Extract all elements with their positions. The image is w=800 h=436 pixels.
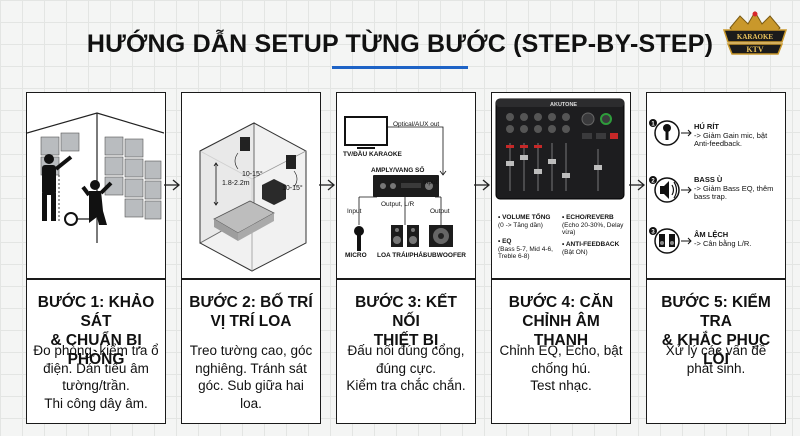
step-1-heading-line1: BƯỚC 1: KHẢO SÁT [37,294,155,330]
chevron-right-icon [474,179,491,191]
step-5-heading: BƯỚC 5: KIỂM TRA & KHẮC PHỤC LỖI [651,293,781,369]
step-3-heading: BƯỚC 3: KẾT NỐI THIẾT BỊ [341,293,471,350]
card-divider [182,278,320,280]
issue-2-text: BASS Ù -> Giảm Bass EQ, thêm bass trap. [694,175,782,202]
chevron-right-icon [164,179,181,191]
step-2-card: 1.8-2.2m 10-15° 10-15° BƯỚC 2: BỐ TRÍ VỊ… [181,92,321,424]
digital-mixer-illustration [495,98,625,200]
speakers-label: LOA TRÁI/PHẢI [377,252,425,259]
issue-fix: -> Giảm Gain mic, bật Anti-feedback. [694,130,768,148]
issue-title: HÚ RÍT [694,122,719,131]
input-left-label: Input [347,208,362,215]
note-detail: (Bật ON) [562,248,588,256]
step-4-desc-line: chống hú. [531,360,591,376]
mixer-note-volume: • VOLUME TỔNG (0 -> Tăng dần) [498,214,560,229]
issue-1-text: HÚ RÍT -> Giảm Gain mic, bật Anti-feedba… [694,122,782,149]
input-right-label: Input [423,179,438,186]
note-title: • ECHO/REVERB [562,214,614,221]
step-2-desc-line: Treo tường cao, góc [189,343,313,358]
step-3-desc-line: đúng cực. [375,360,437,376]
step-3-heading-line1: BƯỚC 3: KẾT NỐI [355,294,457,330]
step-1-heading-line2: & CHUẨN BỊ PHÒNG [50,332,142,368]
step-3-card: TV/ĐẦU KARAOKE Optical/AUX out AMPLY/VAN… [336,92,476,424]
step-5-heading-line2: & KHẮC PHỤC LỖI [661,332,771,368]
speaker-height-label: 1.8-2.2m [222,180,250,187]
svg-text:KARAOKE: KARAOKE [737,33,774,41]
step-5-heading-line1: BƯỚC 5: KIỂM TRA [661,294,771,330]
card-divider [647,278,785,280]
microphone-icon [663,124,671,140]
step-1-desc-line: điện. Dán tiêu âm [43,360,149,376]
chevron-right-icon [629,179,646,191]
issue-3-text: ÂM LỆCH -> Cân bằng L/R. [694,230,782,248]
card-divider [27,278,165,280]
note-title: • VOLUME TỔNG [498,214,551,221]
speaker-angle-left-label: 10-15° [242,171,263,178]
svg-text:3: 3 [651,230,655,236]
step-2-desc-line: góc. Sub giữa hai loa. [198,378,304,411]
issue-title: BASS Ù [694,175,723,184]
step-4-desc-line: Test nhạc. [530,378,592,393]
sub-label: SUBWOOFER [423,252,466,259]
step-1-description: Đo phòng, kiểm tra ổ điện. Dán tiêu âm t… [33,342,159,412]
step-1-desc-line: Thi công dây âm. [44,395,148,411]
step-5-card: 1 2 3 HÚ RÍT -> Giảm Gain mic, bật Anti-… [646,92,786,424]
step-5-description: Xử lý các vấn đề phát sinh. [653,342,779,377]
mixer-note-anti-feedback: • ANTI-FEEDBACK (Bật ON) [562,241,626,256]
mixer-brand-label: AKUTONE [550,102,578,108]
karaoke-ktv-logo: KARAOKE KTV [722,11,788,55]
step-2-heading-line1: BƯỚC 2: BỐ TRÍ [189,294,313,311]
step-1-card: BƯỚC 1: KHẢO SÁT & CHUẨN BỊ PHÒNG Đo phò… [26,92,166,424]
step-4-heading-line1: BƯỚC 4: CĂN [508,294,614,311]
note-detail: (Bass 5-7, Mid 4-6, Treble 6-8) [498,245,553,261]
step-2-heading: BƯỚC 2: BỐ TRÍ VỊ TRÍ LOA [186,293,316,331]
speaker-layout-illustration [199,122,307,272]
step-1-heading: BƯỚC 1: KHẢO SÁT & CHUẨN BỊ PHÒNG [31,293,161,369]
speaker-angle-right-label: 10-15° [282,185,303,192]
step-1-desc-line: Đo phòng, kiểm tra ổ [33,343,159,358]
room-survey-illustration [27,112,164,243]
step-5-desc-line: Xử lý các vấn đề [665,343,767,358]
tv-label: TV/ĐẦU KARAOKE [343,151,402,158]
note-detail: (0 -> Tăng dần) [498,221,543,229]
title-underline [332,66,468,69]
step-3-heading-line2: THIẾT BỊ [373,332,439,349]
note-title: • ANTI-FEEDBACK [562,241,620,248]
step-2-heading-line2: VỊ TRÍ LOA [210,313,292,330]
step-4-card: AKUTONE • VOLUME TỔNG (0 -> Tăng dần) • … [491,92,631,424]
output-lr-label: Output, L/R [381,201,415,208]
issue-title: ÂM LỆCH [694,230,729,239]
troubleshooting-illustration: 1 2 3 [649,119,692,254]
step-4-heading: BƯỚC 4: CĂN CHỈNH ÂM THANH [496,293,626,350]
chevron-right-icon [319,179,336,191]
svg-text:1: 1 [651,122,655,128]
optical-label: Optical/AUX out [393,121,440,128]
step-3-desc-line: Đấu nối đúng cổng, [347,343,465,358]
issue-fix: -> Giảm Bass EQ, thêm bass trap. [694,183,774,201]
page-title: HƯỚNG DẪN SETUP TỪNG BƯỚC (STEP-BY-STEP) [86,30,714,58]
mixer-note-echo: • ECHO/REVERB (Echo 20-30%, Delay vừa) [562,214,626,237]
step-2-desc-line: nghiêng. Tránh sát [195,360,307,376]
mic-label: MICRO [345,252,367,259]
svg-text:2: 2 [651,179,655,185]
mixer-note-eq: • EQ (Bass 5-7, Mid 4-6, Treble 6-8) [498,238,560,261]
step-4-heading-line2: CHỈNH ÂM THANH [522,313,600,349]
step-4-desc-line: Chỉnh EQ, Echo, bật [499,343,623,358]
wiring-diagram-illustration [344,116,453,251]
step-2-description: Treo tường cao, góc nghiêng. Tránh sát g… [188,342,314,412]
step-3-description: Đấu nối đúng cổng, đúng cực. Kiểm tra ch… [343,342,469,395]
note-detail: (Echo 20-30%, Delay vừa) [562,221,624,237]
step-3-desc-line: Kiểm tra chắc chắn. [346,378,466,393]
step-5-desc-line: phát sinh. [686,360,746,376]
amp-label: AMPLY/VANG SỐ [371,167,425,174]
card-divider [492,278,630,280]
card-divider [337,278,475,280]
note-title: • EQ [498,238,512,245]
step-4-description: Chỉnh EQ, Echo, bật chống hú. Test nhạc. [498,342,624,395]
issue-fix: -> Cân bằng L/R. [694,238,752,248]
svg-text:KTV: KTV [746,45,764,54]
step-1-desc-line: tường/trần. [62,378,130,393]
output-right-label: Output [430,208,450,215]
